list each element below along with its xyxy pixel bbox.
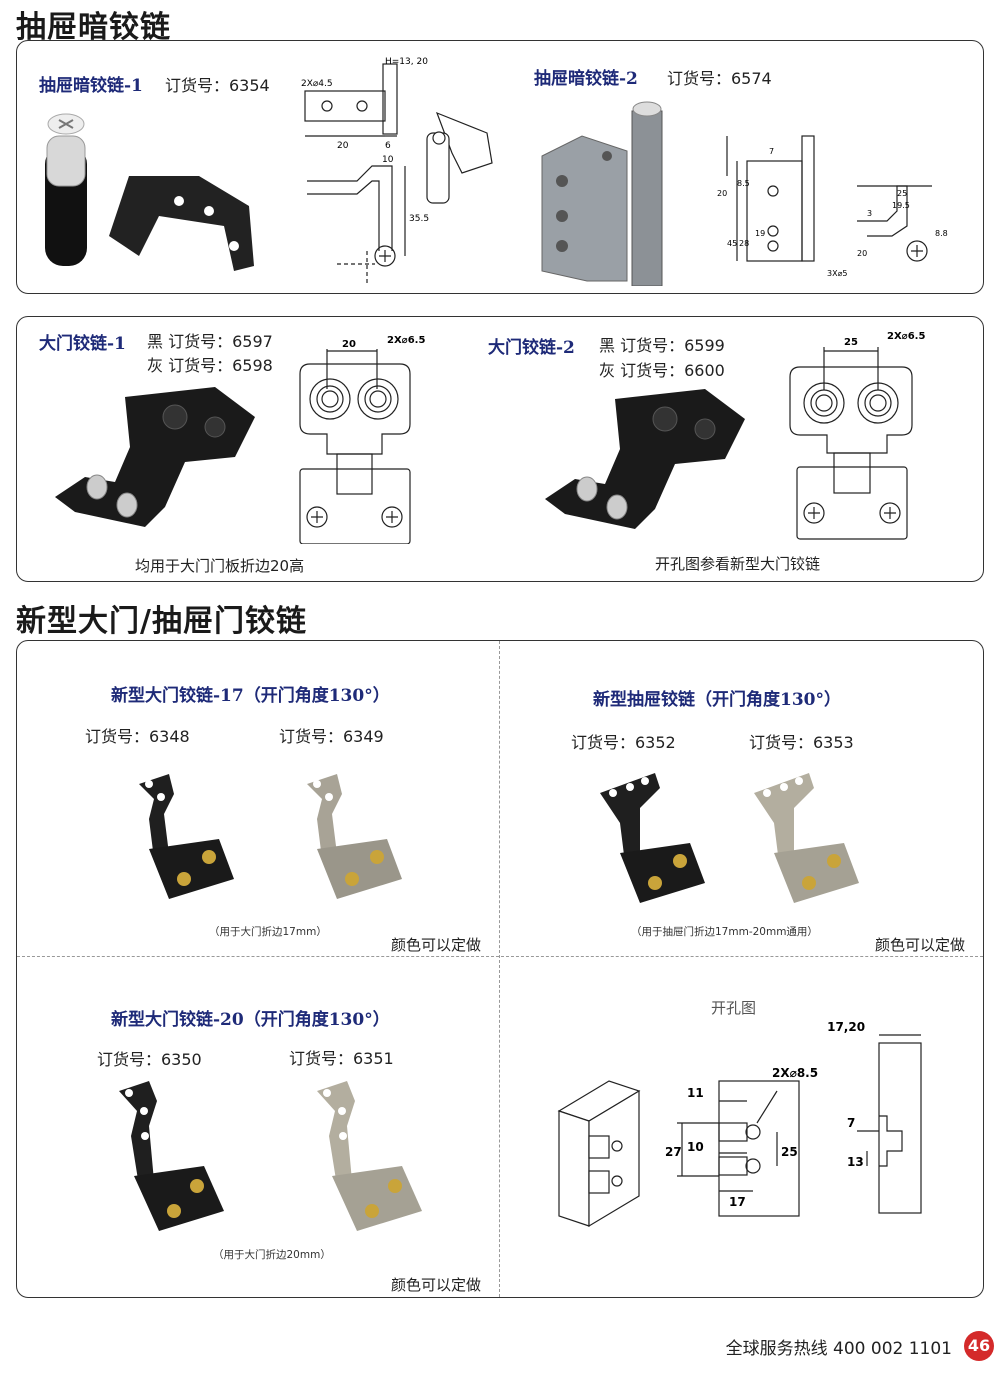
dim-label: H=13, 20	[385, 57, 428, 67]
dim-label: 6	[385, 141, 391, 151]
item-title: 抽屉暗铰链-2	[534, 69, 638, 89]
door-hinge-2-photo	[545, 389, 745, 529]
hole-drawing-iso	[557, 1080, 641, 1228]
dim-label: 8.5	[737, 179, 750, 188]
hinge-6348-photo	[139, 774, 234, 899]
color-custom-note: 颜色可以定做	[875, 936, 966, 954]
dim-label: 20	[337, 141, 349, 151]
dim-label: 20	[342, 339, 356, 350]
dim-label: 25	[781, 1145, 798, 1159]
hinge-2-photo	[541, 101, 663, 286]
order-number-black: 黑 订货号：6597	[147, 332, 273, 351]
usage-note: （用于大门折边17mm）	[209, 926, 327, 938]
order-number-black: 黑 订货号：6599	[599, 336, 725, 355]
quad-title: 新型大门铰链-20（开门角度130°）	[111, 1010, 390, 1030]
dim-label: 20	[717, 189, 727, 198]
order-number: 订货号：6351	[289, 1049, 394, 1068]
divider-vertical	[499, 641, 500, 1297]
dim-label: 2X⌀8.5	[772, 1066, 818, 1080]
quad-title: 新型大门铰链-17（开门角度130°）	[111, 686, 390, 706]
hinge-6349-photo	[307, 774, 402, 899]
dim-label: 10	[687, 1140, 704, 1154]
hinge-6351-photo	[317, 1081, 422, 1231]
hinge-6352-photo	[600, 773, 705, 903]
page-number-badge: 46	[964, 1331, 994, 1361]
hinge-6350-photo	[119, 1081, 224, 1231]
dim-label: 3	[867, 209, 872, 218]
item-title: 大门铰链-2	[488, 338, 575, 358]
dim-label: 20	[857, 249, 867, 258]
dim-label: 45	[727, 239, 737, 248]
dim-label: 2X⌀6.5	[887, 331, 925, 342]
dim-label: 17	[729, 1195, 746, 1209]
divider-horizontal	[17, 956, 983, 957]
service-hotline: 全球服务热线 400 002 1101	[725, 1339, 952, 1359]
order-number: 订货号：6353	[749, 733, 854, 752]
order-number: 订货号：6354	[165, 76, 270, 95]
order-number: 订货号：6574	[667, 69, 772, 88]
usage-note: （用于抽屉门折边17mm-20mm通用）	[631, 926, 818, 938]
dim-label: 7	[769, 147, 774, 156]
door-hinge-1-photo	[55, 387, 255, 527]
hinge-2-drawing: 20 7 8.5 45 28 19 3X⌀5 25 19.5 3 20 8.8	[717, 135, 948, 278]
color-custom-note: 颜色可以定做	[391, 1276, 482, 1294]
item-title: 大门铰链-1	[39, 334, 126, 354]
order-number-grey: 灰 订货号：6598	[147, 356, 273, 375]
door-hinge-1-note: 均用于大门门板折边20高	[135, 557, 305, 575]
hole-drawing-title: 开孔图	[711, 999, 757, 1017]
dim-label: 35.5	[409, 214, 429, 224]
order-number: 订货号：6350	[97, 1050, 202, 1069]
dim-label: 2X⌀4.5	[301, 79, 333, 89]
dim-label: 13	[847, 1155, 864, 1169]
dim-label: 25	[897, 189, 907, 198]
door-hinge-2-drawing: 25 2X⌀6.5	[789, 331, 925, 540]
dim-label: 11	[687, 1086, 704, 1100]
dim-label: 10	[382, 155, 394, 165]
usage-note: （用于大门折边20mm）	[213, 1249, 331, 1261]
dim-label: 19.5	[892, 201, 910, 210]
dim-label: 19	[755, 229, 765, 238]
dim-label: 8.8	[935, 229, 948, 238]
quad-title: 新型抽屉铰链（开门角度130°）	[593, 690, 841, 710]
order-number-grey: 灰 订货号：6600	[599, 361, 725, 380]
hinge-1-photo	[45, 113, 254, 271]
door-hinge-2-note: 开孔图参看新型大门铰链	[655, 555, 821, 573]
dim-label: 3X⌀5	[827, 269, 847, 278]
hinge-6353-photo	[754, 773, 859, 903]
dim-label: 7	[847, 1116, 855, 1130]
dim-label: H=17,20	[827, 1021, 865, 1034]
panel-drawer-hidden-hinge: 抽屉暗铰链-1 订货号：6354 2X⌀4.5 H=13, 20 20 6 10…	[16, 40, 984, 294]
order-number: 订货号：6349	[279, 727, 384, 746]
color-custom-note: 颜色可以定做	[391, 936, 482, 954]
dim-label: 28	[739, 239, 749, 248]
item-title: 抽屉暗铰链-1	[39, 76, 143, 96]
hinge-1-drawing: 2X⌀4.5 H=13, 20 20 6 10 35.5	[301, 57, 429, 286]
door-hinge-1-drawing: 20 2X⌀6.5	[299, 335, 425, 544]
section-title-new-hinges: 新型大门/抽屉门铰链	[16, 604, 307, 639]
hole-drawing-side: H=17,20 7 13	[827, 1021, 922, 1214]
order-number: 订货号：6352	[571, 733, 676, 752]
panel-new-hinges: 新型大门铰链-17（开门角度130°） 订货号：6348 订货号：6349 （用…	[16, 640, 984, 1298]
hinge-1-iso	[426, 111, 493, 204]
dim-label: 25	[844, 337, 858, 348]
section-title-drawer-hinge: 抽屉暗铰链	[16, 10, 171, 45]
order-number: 订货号：6348	[85, 727, 190, 746]
dim-label: 2X⌀6.5	[387, 335, 425, 346]
panel-door-hinge: 大门铰链-1 黑 订货号：6597 灰 订货号：6598 20 2X⌀6.5 均…	[16, 316, 984, 582]
dim-label: 27	[665, 1145, 682, 1159]
hole-drawing-front: 2X⌀8.5 11 27 10 25 17	[665, 1066, 818, 1217]
